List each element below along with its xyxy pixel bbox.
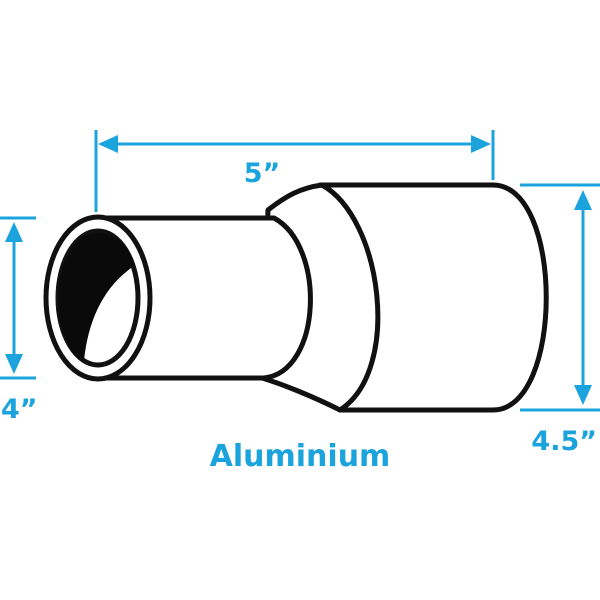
length-dimension [94,130,495,212]
inlet-arrow-bottom [5,354,23,374]
length-arrow-left [98,135,118,153]
inlet-dimension [0,216,36,380]
outlet-label: 4.5” [531,426,597,457]
material-label: Aluminium [210,439,391,474]
length-label: 5” [244,158,281,189]
exhaust-tip-drawing [43,182,549,413]
inlet-arrow-top [5,222,23,242]
outlet-dimension [520,183,600,412]
outlet-arrow-top [574,190,592,210]
inlet-tube [95,215,313,381]
pipe-interior [58,233,134,361]
inlet-label: 4” [1,394,38,425]
length-arrow-right [471,135,491,153]
outlet-arrow-bottom [574,385,592,405]
